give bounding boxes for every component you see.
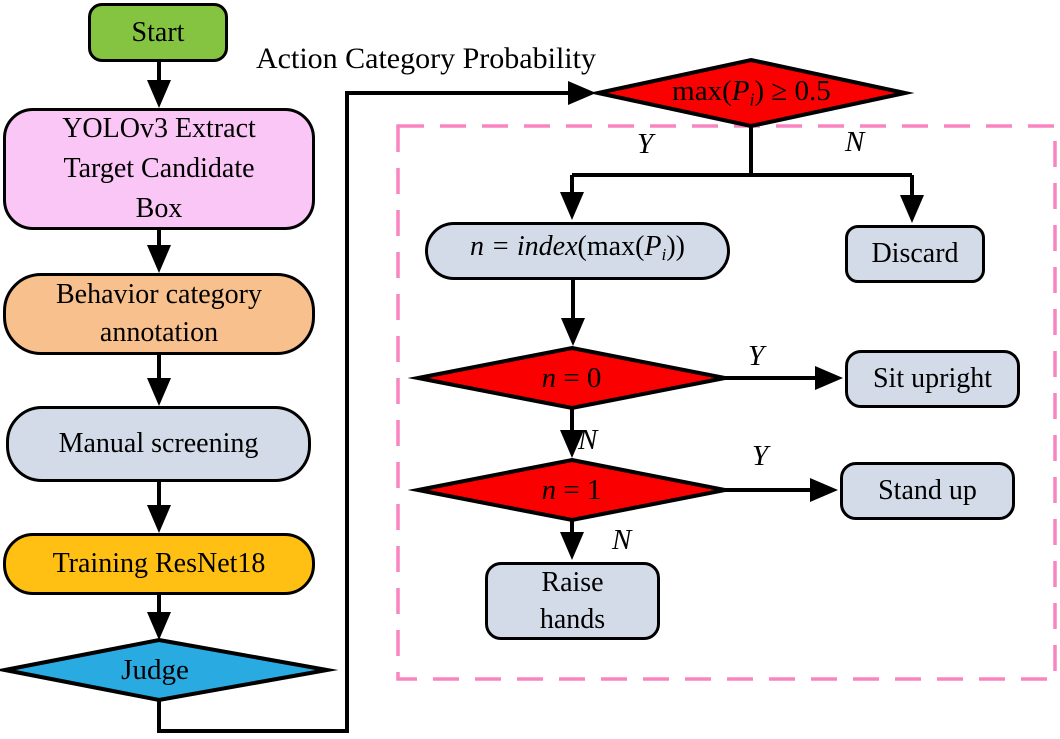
max-yes-branch-label: Y [637, 128, 654, 160]
discard-label: Discard [871, 238, 959, 269]
edge-judge-loop-to-max [157, 81, 596, 733]
start-node-label: Start [131, 16, 185, 48]
behavior-node-line1: Behavior category [55, 279, 263, 310]
index-assignment-expression: n = index(max(Pi)) [470, 230, 685, 265]
n1-no-branch-label: N [612, 524, 632, 556]
start-node: Start [88, 3, 228, 62]
stand-up-node: Stand up [840, 462, 1015, 520]
n1-yes-branch-label: Y [752, 440, 769, 472]
n-equals-0-expression: n = 0 [541, 361, 602, 394]
sit-upright-node: Sit upright [845, 350, 1020, 408]
raise-hands-line2: hands [539, 604, 606, 635]
judge-decision-diamond [0, 637, 339, 703]
n0-yes-branch-label: Y [748, 340, 765, 372]
manual-screening-node: Manual screening [6, 406, 311, 482]
action-category-probability-label: Action Category Probability [256, 42, 596, 75]
n-equals-0-decision-diamond [407, 345, 736, 411]
yolo-extract-node: YOLOv3 Extract Target Candidate Box [3, 108, 315, 230]
yolo-node-line3: Box [135, 193, 183, 224]
stand-up-label: Stand up [878, 475, 977, 506]
n-equals-1-decision-diamond [407, 457, 736, 523]
discard-node: Discard [845, 225, 985, 283]
training-resnet18-label: Training ResNet18 [52, 548, 266, 579]
sit-upright-label: Sit upright [872, 363, 992, 394]
decision-region-dashed-border [396, 124, 1057, 681]
raise-hands-line1: Raise [541, 567, 604, 598]
max-no-branch-label: N [845, 126, 865, 158]
edge-max-split [572, 126, 912, 177]
training-resnet18-node: Training ResNet18 [3, 533, 315, 595]
n0-no-branch-label: N [578, 424, 598, 456]
yolo-node-line1: YOLOv3 Extract [62, 113, 256, 144]
behavior-node-line2: annotation [99, 317, 219, 348]
n-equals-1-expression: n = 1 [541, 473, 602, 506]
max-probability-expression: max(Pi) ≥ 0.5 [672, 75, 831, 110]
manual-screening-label: Manual screening [58, 428, 259, 459]
max-probability-decision-diamond [588, 57, 915, 129]
behavior-annotation-node: Behavior category annotation [3, 273, 315, 355]
judge-label: Judge [121, 653, 189, 686]
index-assignment-node: n = index(max(Pi)) [425, 222, 730, 280]
raise-hands-node: Raise hands [485, 562, 660, 640]
yolo-node-line2: Target Candidate [63, 153, 255, 184]
